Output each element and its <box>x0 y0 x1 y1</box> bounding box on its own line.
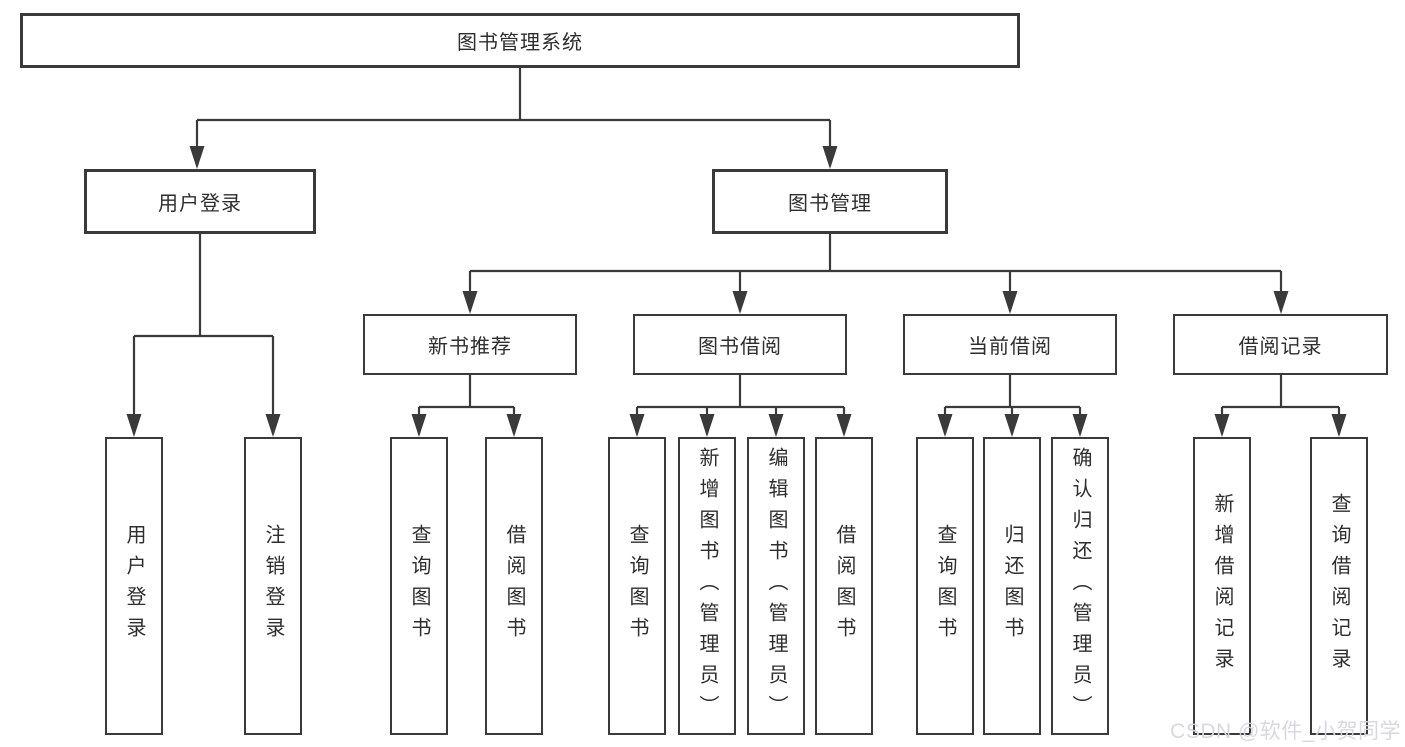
leaf-logout-login: 注销登录 <box>244 437 302 735</box>
node-label: 借阅图书 <box>833 524 855 648</box>
leaf-query-books-borrowing: 查询图书 <box>608 437 666 735</box>
node-label: 查询图书 <box>408 524 430 648</box>
node-label: 当前借阅 <box>968 336 1052 358</box>
node-label: 查询借阅记录 <box>1328 493 1350 679</box>
leaf-borrow-books-borrowing: 借阅图书 <box>815 437 873 735</box>
leaf-user-login: 用户登录 <box>105 437 163 735</box>
node-label: 图书管理系统 <box>457 32 583 54</box>
node-label: 查询图书 <box>934 524 956 648</box>
node-label: 注销登录 <box>262 524 284 648</box>
node-label: 新增借阅记录 <box>1211 493 1233 679</box>
node-new-book-recommendation: 新书推荐 <box>363 314 577 375</box>
node-label: 图书管理 <box>788 193 872 215</box>
leaf-query-books-current: 查询图书 <box>916 437 974 735</box>
node-label: 借阅记录 <box>1238 336 1323 358</box>
node-user-login: 用户登录 <box>84 169 316 234</box>
node-label: 新增图书（管理员） <box>696 446 718 726</box>
leaf-query-books-recommend: 查询图书 <box>390 437 448 735</box>
node-label: 新书推荐 <box>428 336 512 358</box>
node-book-borrowing: 图书借阅 <box>633 314 847 375</box>
node-book-management: 图书管理 <box>712 169 948 234</box>
node-label: 编辑图书（管理员） <box>765 446 787 726</box>
leaf-edit-book-admin: 编辑图书（管理员） <box>747 437 805 735</box>
node-library-management-system: 图书管理系统 <box>20 13 1020 68</box>
leaf-add-book-admin: 新增图书（管理员） <box>678 437 736 735</box>
leaf-borrow-books-recommend: 借阅图书 <box>485 437 543 735</box>
watermark: CSDN @软件_小贺同学 <box>1170 720 1401 743</box>
node-label: 用户登录 <box>158 193 242 215</box>
node-label: 确认归还（管理员） <box>1069 446 1091 726</box>
node-label: 查询图书 <box>626 524 648 648</box>
leaf-query-borrow-record: 查询借阅记录 <box>1310 437 1368 735</box>
node-label: 用户登录 <box>123 524 145 648</box>
node-label: 借阅图书 <box>503 524 525 648</box>
leaf-add-borrow-record: 新增借阅记录 <box>1193 437 1251 735</box>
node-label: 图书借阅 <box>698 336 782 358</box>
leaf-return-books: 归还图书 <box>983 437 1041 735</box>
node-current-borrowing: 当前借阅 <box>903 314 1117 375</box>
node-label: 归还图书 <box>1001 524 1023 648</box>
leaf-confirm-return-admin: 确认归还（管理员） <box>1051 437 1109 735</box>
node-borrowing-records: 借阅记录 <box>1173 314 1388 375</box>
